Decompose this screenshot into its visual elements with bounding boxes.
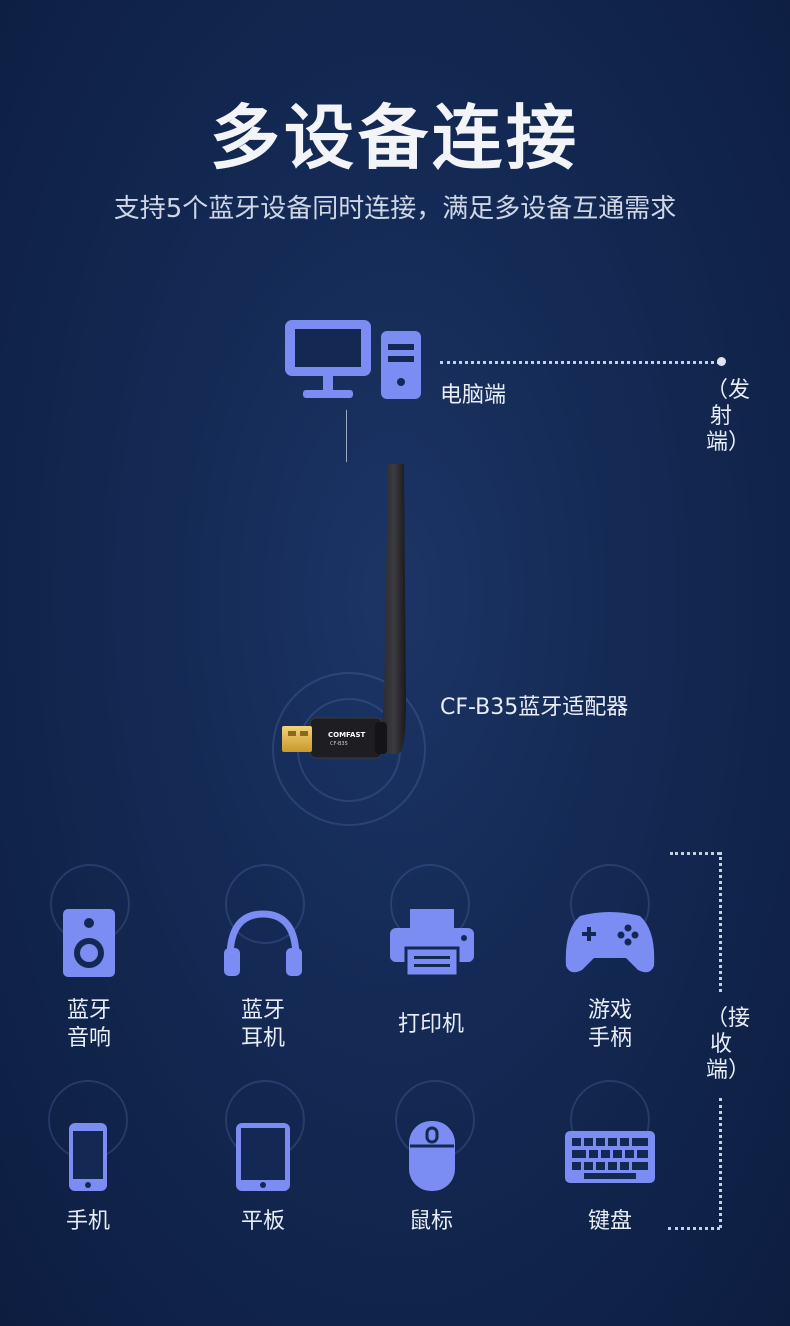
signal-ring [225,864,305,944]
device-label-headphones: 蓝牙耳机 [240,998,285,1051]
adapter-model: CF-B35 [330,741,348,747]
keyboard-icon [564,1130,656,1184]
page-title: 多设备连接 [210,97,580,179]
device-label-mouse: 鼠标 [408,1209,453,1234]
adapter-label: CF-B35蓝牙适配器 [440,695,629,720]
device-label-phone: 手机 [65,1209,110,1234]
receiver-bracket-top [670,852,720,855]
gamepad-icon [564,910,656,976]
speaker-icon [62,908,116,978]
bluetooth-adapter-image [280,460,420,764]
page-subtitle: 支持5个蓝牙设备同时连接，满足多设备互通需求 [113,194,677,224]
tablet-icon [235,1122,291,1192]
printer-icon [388,908,476,978]
device-label-printer: 打印机 [397,1012,464,1037]
device-label-tablet: 平板 [240,1209,285,1234]
device-label-speaker: 蓝牙音响 [66,998,111,1051]
headphones-icon [222,908,304,978]
receiver-bracket-bottom [668,1227,720,1230]
transmitter-dotted-line [440,361,720,364]
pc-tower-icon [380,330,422,400]
phone-icon [68,1122,108,1192]
adapter-brand: COMFAST [328,731,366,739]
pc-label: 电脑端 [440,383,507,408]
receiver-bracket-lower [719,1098,722,1228]
receiver-bracket-upper [719,852,722,992]
adapter-ring-outer [272,672,426,826]
transmitter-side-label: （发射端） [706,378,751,455]
monitor-icon [283,318,373,400]
receiver-side-label: （接收端） [706,1006,751,1083]
device-label-keyboard: 键盘 [587,1209,632,1234]
connector-line [346,410,347,462]
mouse-icon [408,1120,456,1192]
device-label-gamepad: 游戏手柄 [587,998,632,1051]
transmitter-dot [717,357,726,366]
